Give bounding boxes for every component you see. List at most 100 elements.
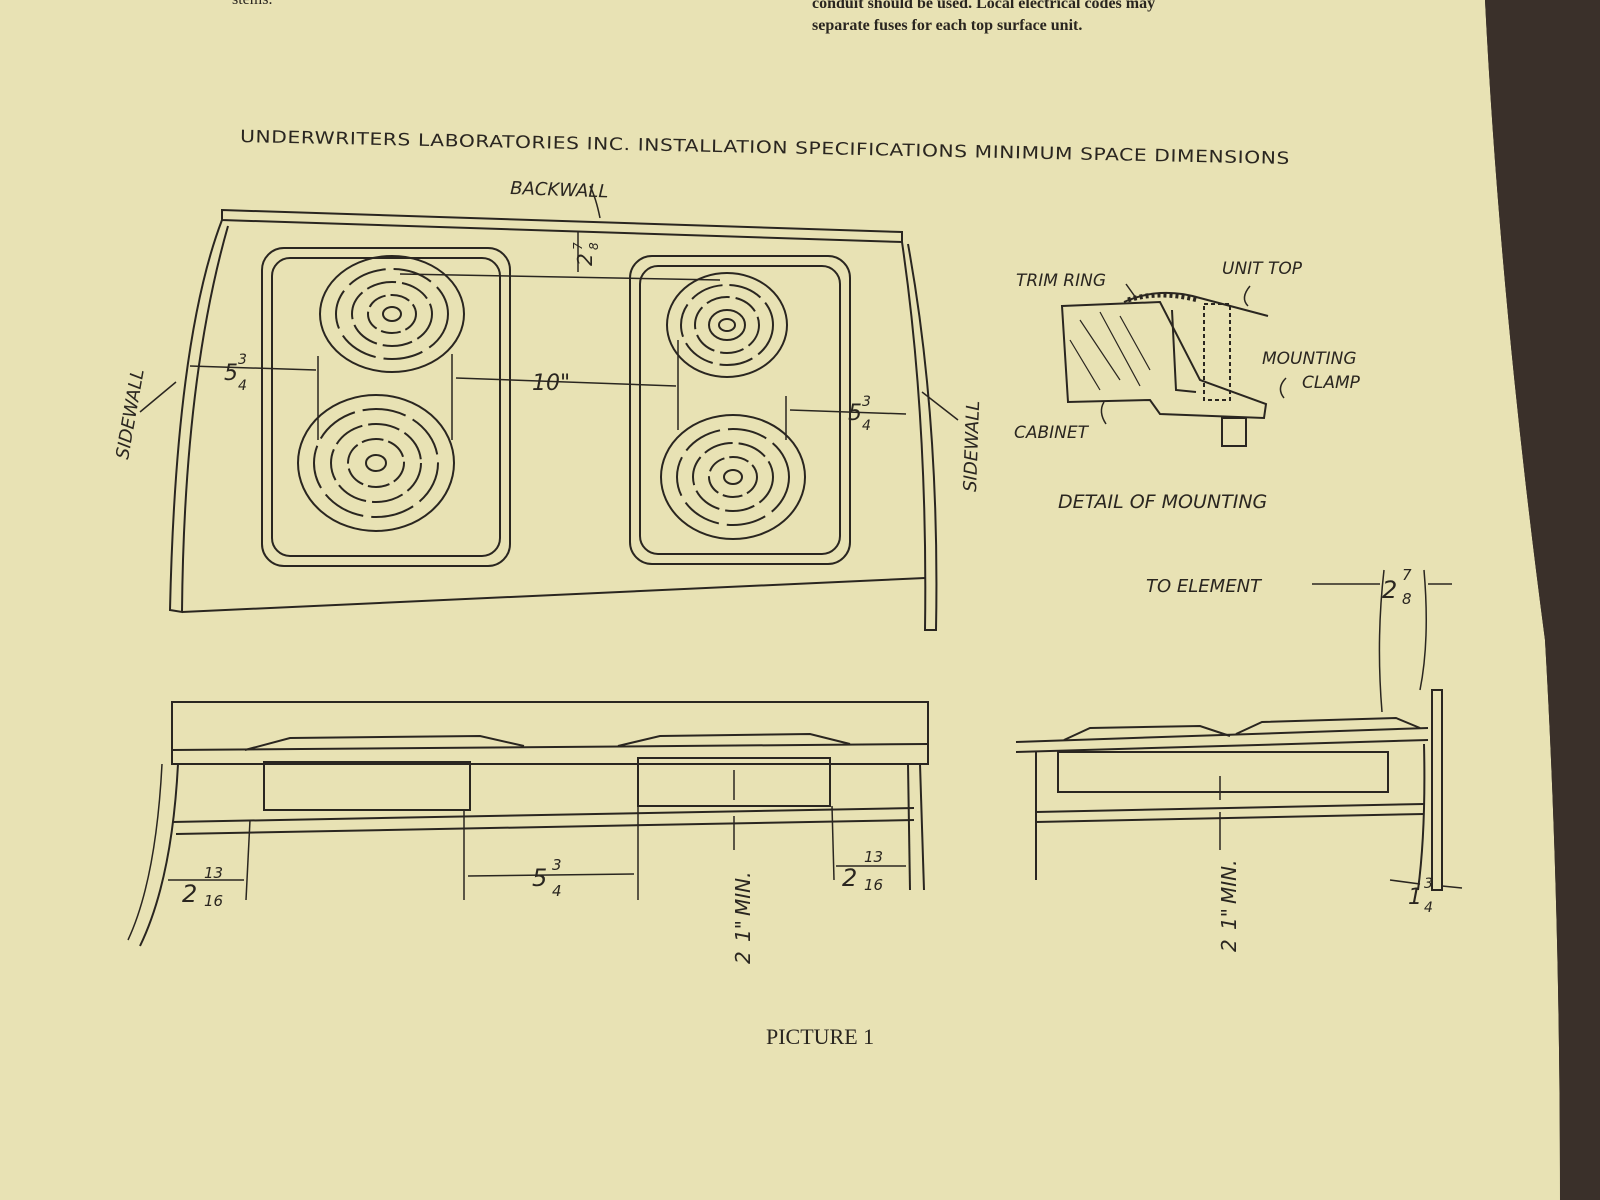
front-dim-mid-fraction: 5 3 4 xyxy=(532,856,562,900)
side-bottom-dim-right xyxy=(1441,885,1463,889)
svg-text:5: 5 xyxy=(848,401,862,426)
side-support-2 xyxy=(1035,813,1425,823)
svg-text:1: 1 xyxy=(1408,885,1422,910)
backwall-leader xyxy=(589,185,601,219)
pan-wall xyxy=(1171,309,1197,393)
svg-text:2: 2 xyxy=(1382,576,1397,604)
right-unit-raised xyxy=(617,732,851,747)
clamp-leader xyxy=(1279,377,1287,399)
cabinet-leader xyxy=(1100,401,1107,425)
side-counter-top xyxy=(1015,727,1429,743)
clamp-label: CLAMP xyxy=(1302,373,1361,393)
svg-text:1": 1" xyxy=(1217,908,1241,930)
front-dim-ext-1 xyxy=(245,819,251,901)
front-view xyxy=(127,701,929,947)
svg-text:5: 5 xyxy=(532,864,547,892)
dim-right-fraction: 5 3 4 xyxy=(848,394,871,434)
left-unit-pan xyxy=(261,247,511,567)
front-right-leg-2 xyxy=(907,763,911,891)
svg-text:4: 4 xyxy=(1424,900,1433,916)
side-dim-bottom-fraction: 1 3 4 xyxy=(1408,876,1433,916)
front-dim-mid xyxy=(467,873,635,877)
svg-text:8: 8 xyxy=(1402,590,1412,608)
side-backwall xyxy=(1431,689,1443,891)
cabinet-hatch xyxy=(1069,311,1151,391)
front-right-leg xyxy=(919,763,925,891)
right-sidewall-leader xyxy=(921,391,959,421)
right-unit-box xyxy=(637,757,831,807)
svg-text:16: 16 xyxy=(864,876,883,894)
side-unit-left xyxy=(1063,724,1231,741)
unit-top-leader xyxy=(1243,285,1251,307)
left-unit-box xyxy=(263,761,471,811)
svg-text:2: 2 xyxy=(842,864,857,892)
backwall-label: BACKWALL xyxy=(510,178,609,202)
front-left-leg xyxy=(139,763,179,947)
front-dim-ext-4 xyxy=(831,805,835,881)
burner-left-rear xyxy=(319,255,465,373)
svg-text:2: 2 xyxy=(1217,939,1241,952)
right-unit-pan-inner xyxy=(639,265,841,555)
svg-text:5: 5 xyxy=(224,361,238,386)
trim-ring-leader xyxy=(1125,283,1137,299)
side-dim-top-fraction: 2 7 8 xyxy=(1382,566,1412,608)
front-support-line-2 xyxy=(175,819,915,835)
svg-text:16: 16 xyxy=(204,892,223,910)
svg-text:2: 2 xyxy=(573,253,597,266)
left-gap-dim xyxy=(189,365,317,371)
svg-text:4: 4 xyxy=(552,882,562,900)
burner-right-front xyxy=(660,414,806,540)
right-sidewall-label: SIDEWALL xyxy=(960,400,984,492)
mounting-caption: DETAIL OF MOUNTING xyxy=(1058,491,1267,513)
side-element-ext xyxy=(1378,569,1385,713)
mounting-label: MOUNTING xyxy=(1262,349,1357,369)
svg-text:13: 13 xyxy=(204,864,223,882)
front-left-leg-2 xyxy=(127,763,163,941)
trim-ring-label: TRIM RING xyxy=(1016,271,1106,291)
burner-left-front xyxy=(297,394,455,532)
side-wall-ext xyxy=(1419,569,1427,691)
paper-shadow xyxy=(1485,0,1600,1200)
svg-text:3: 3 xyxy=(862,394,871,410)
side-unit-box xyxy=(1057,751,1389,793)
svg-text:13: 13 xyxy=(864,848,883,866)
svg-text:MIN.: MIN. xyxy=(1217,860,1241,904)
mounting-clamp-body xyxy=(1203,303,1231,401)
header-left-fragment: stems. xyxy=(232,0,272,8)
svg-text:3: 3 xyxy=(552,856,562,874)
svg-text:2: 2 xyxy=(731,951,755,964)
right-gap-dim xyxy=(789,409,907,415)
svg-text:2: 2 xyxy=(182,880,197,908)
svg-text:3: 3 xyxy=(238,352,247,368)
right-unit-pan xyxy=(629,255,851,565)
front-dim-right-fraction: 2 13 16 xyxy=(842,848,883,894)
counter-front-edge xyxy=(181,577,926,613)
top-view xyxy=(139,185,959,631)
side-view xyxy=(1015,569,1463,891)
front-counter-top xyxy=(171,701,929,765)
unit-top-label: UNIT TOP xyxy=(1222,259,1303,279)
left-sidewall-edge xyxy=(168,219,229,614)
side-min-label: 2 1" MIN. xyxy=(1217,860,1241,952)
paper-sheet xyxy=(0,0,1560,1200)
to-element-label: TO ELEMENT xyxy=(1146,576,1263,597)
burner-right-rear xyxy=(666,272,788,378)
dim-back-fraction: 2 7 8 xyxy=(571,242,601,266)
side-support xyxy=(1035,803,1425,813)
right-sidewall-edge xyxy=(901,241,938,631)
front-min-label: 2 1" MIN. xyxy=(731,872,755,964)
side-right-leg xyxy=(1417,743,1426,891)
side-unit-right xyxy=(1235,716,1421,735)
dim-center: 10" xyxy=(532,371,570,396)
clamp-bolt xyxy=(1221,417,1247,447)
header-right-line2: separate fuses for each top surface unit… xyxy=(812,17,1082,34)
picture-caption: PICTURE 1 xyxy=(766,1024,874,1049)
svg-text:4: 4 xyxy=(238,378,247,394)
left-unit-pan-inner xyxy=(271,257,501,557)
cabinet-label: CABINET xyxy=(1014,423,1090,443)
left-sidewall-leader xyxy=(139,381,177,413)
trim-ring-shape xyxy=(1127,292,1199,303)
svg-text:7: 7 xyxy=(1402,566,1412,584)
